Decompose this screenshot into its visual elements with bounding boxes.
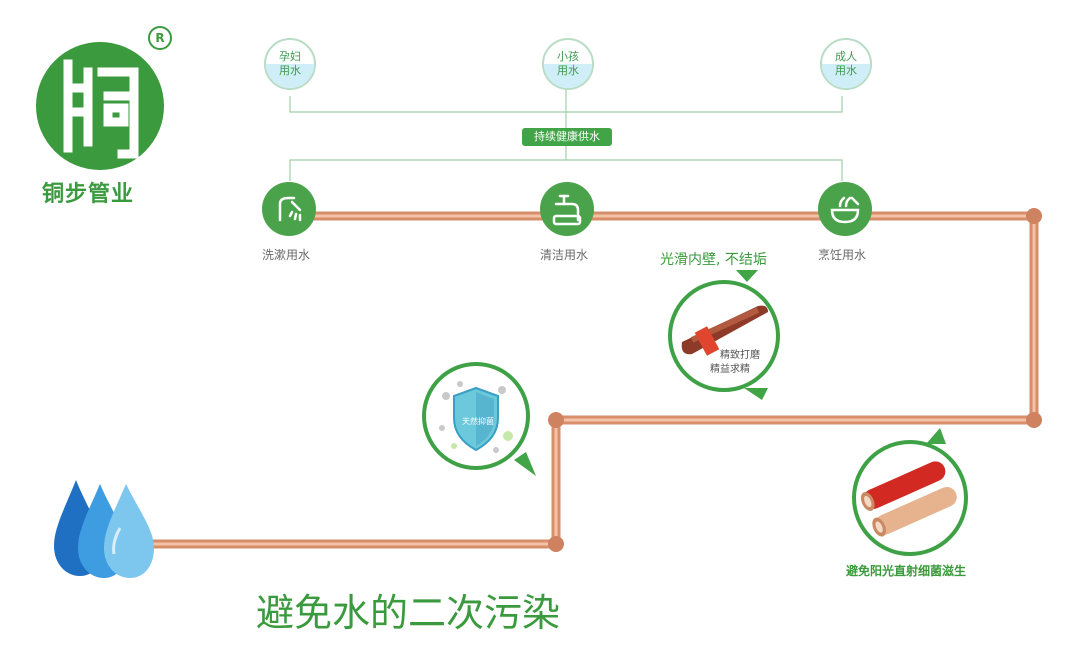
water-drops-icon xyxy=(54,480,154,578)
supply-label: 持续健康供水 xyxy=(522,128,612,146)
callout-tail-icon xyxy=(926,428,946,444)
pipe-elbow-fitting xyxy=(1026,208,1042,224)
faucet-icon xyxy=(552,194,582,226)
pipe-elbow-fitting xyxy=(548,412,564,428)
pipe-elbow-fitting xyxy=(548,536,564,552)
smooth-wall-line2: 精益求精 xyxy=(710,364,750,375)
coated-pipe-icon xyxy=(860,461,957,537)
usage-child: 小孩 用水 xyxy=(542,38,594,90)
pipe-elbow-fitting xyxy=(1026,412,1042,428)
usage-pregnant-line1: 孕妇 xyxy=(279,50,301,63)
smooth-wall-callout: 精致打磨 精益求精 xyxy=(668,280,780,392)
brand-logo xyxy=(36,42,164,170)
cook-label: 烹饪用水 xyxy=(818,248,867,262)
callout-tail-icon xyxy=(744,388,768,400)
usage-child-line1: 小孩 xyxy=(557,50,579,63)
usage-child-line2: 用水 xyxy=(557,64,579,77)
sunlight-caption: 避免阳光直射细菌滋生 xyxy=(846,564,967,578)
usage-adult: 成人 用水 xyxy=(820,38,872,90)
smooth-wall-title: 光滑内壁, 不结垢 xyxy=(660,252,767,268)
clean-point xyxy=(540,182,594,236)
usage-adult-line2: 用水 xyxy=(835,64,857,77)
pointer-down-icon xyxy=(736,270,758,282)
registered-mark: R xyxy=(148,26,172,50)
brand-name: 铜步管业 xyxy=(42,182,135,207)
wash-point xyxy=(262,182,316,236)
cooking-pot-icon xyxy=(830,196,860,224)
usage-pregnant: 孕妇 用水 xyxy=(264,38,316,90)
pipe-cross-section-icon xyxy=(681,305,768,356)
smooth-wall-line1: 精致打磨 xyxy=(720,350,760,361)
pipe-route xyxy=(150,208,1042,552)
logo-mark-icon xyxy=(63,59,139,159)
shower-icon xyxy=(278,196,302,222)
pipe-segment xyxy=(150,214,1036,546)
usage-adult-line1: 成人 xyxy=(835,50,857,63)
connector-lines xyxy=(289,88,843,181)
antibacterial-shield-icon xyxy=(439,381,513,453)
cook-point xyxy=(818,182,872,236)
antibacterial-callout: 天然抑菌 xyxy=(422,362,530,470)
usage-pregnant-line2: 用水 xyxy=(279,64,301,77)
clean-label: 清洁用水 xyxy=(540,248,589,262)
antibacterial-shield-text: 天然抑菌 xyxy=(462,417,494,426)
headline: 避免水的二次污染 xyxy=(256,591,561,635)
wash-label: 洗漱用水 xyxy=(262,248,311,262)
lower-bracket-line xyxy=(289,159,843,181)
sunlight-callout xyxy=(852,440,968,556)
callout-tail-icon xyxy=(514,452,536,476)
